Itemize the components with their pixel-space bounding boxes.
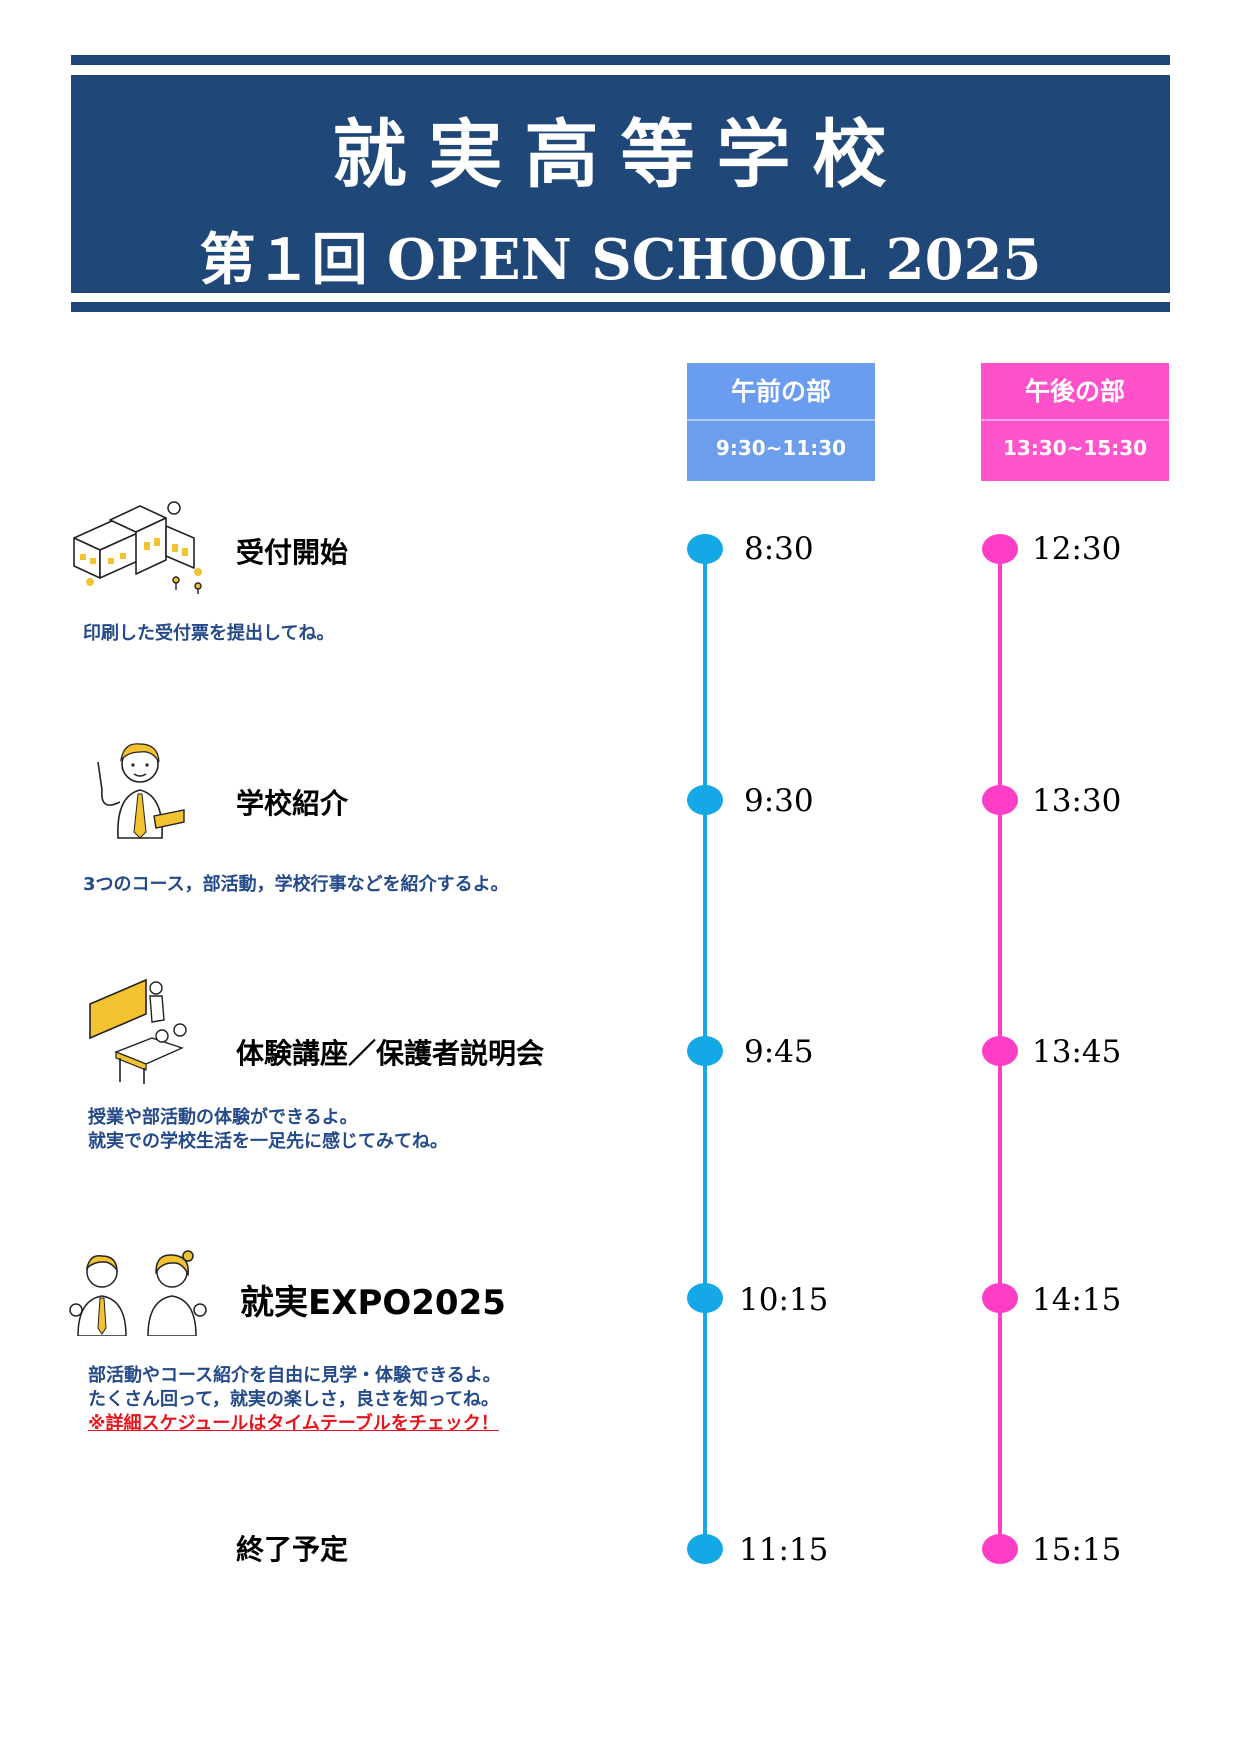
timeline-pm-dot xyxy=(982,785,1018,815)
time-am-school-intro: 9:30 xyxy=(744,783,814,819)
header-rule-top xyxy=(71,55,1170,65)
time-am-trial-class: 9:45 xyxy=(744,1034,814,1070)
step-desc-line: たくさん回って，就実の楽しさ，良さを知ってね。 xyxy=(88,1389,499,1410)
header-rule-bottom xyxy=(71,302,1170,312)
step-desc-line: 部活動やコース紹介を自由に見学・体験できるよ。 xyxy=(88,1365,501,1386)
session-pm-name: 午後の部 xyxy=(981,363,1169,421)
timeline-pm-dot xyxy=(982,1534,1018,1564)
timeline-am-dot xyxy=(687,534,723,564)
time-pm-expo: 14:15 xyxy=(1032,1282,1122,1318)
step-title-trial-class: 体験講座／保護者説明会 xyxy=(236,1037,545,1070)
timeline-am-dot xyxy=(687,1534,723,1564)
step-title-end: 終了予定 xyxy=(236,1533,349,1566)
step-desc-expo: 部活動やコース紹介を自由に見学・体験できるよ。 たくさん回って，就実の楽しさ，良… xyxy=(88,1364,501,1436)
time-pm-reception: 12:30 xyxy=(1032,531,1122,567)
session-pm-header: 午後の部 13:30~15:30 xyxy=(981,363,1169,481)
timeline-am-dot xyxy=(687,785,723,815)
timeline-pm-dot xyxy=(982,534,1018,564)
step-desc-reception: 印刷した受付票を提出してね。 xyxy=(83,622,334,646)
step-desc-trial-class: 授業や部活動の体験ができるよ。 就実での学校生活を一足先に感じてみてね。 xyxy=(88,1106,448,1154)
step-title-reception: 受付開始 xyxy=(236,536,349,569)
time-pm-trial-class: 13:45 xyxy=(1032,1034,1122,1070)
school-name: 就実高等学校 xyxy=(332,112,909,198)
timeline-am-dot xyxy=(687,1036,723,1066)
session-am-name: 午前の部 xyxy=(687,363,875,421)
step-desc-school-intro: 3つのコース，部活動，学校行事などを紹介するよ。 xyxy=(83,873,509,897)
step-desc-line: 印刷した受付票を提出してね。 xyxy=(83,623,335,644)
session-am-time: 9:30~11:30 xyxy=(715,436,847,460)
time-am-reception: 8:30 xyxy=(744,531,814,567)
time-pm-end: 15:15 xyxy=(1032,1532,1122,1568)
schedule-note: ※詳細スケジュールはタイムテーブルをチェック！ xyxy=(88,1413,499,1434)
step-desc-line: 3つのコース，部活動，学校行事などを紹介するよ。 xyxy=(83,874,509,895)
event-title: 第１回 OPEN SCHOOL 2025 xyxy=(199,227,1042,293)
session-am-header: 午前の部 9:30~11:30 xyxy=(687,363,875,481)
time-pm-school-intro: 13:30 xyxy=(1032,783,1122,819)
students-icon xyxy=(69,1250,207,1336)
step-desc-line: 授業や部活動の体験ができるよ。 xyxy=(88,1107,358,1128)
time-am-expo: 10:15 xyxy=(739,1282,829,1318)
presenter-icon xyxy=(97,743,185,839)
school-building-icon xyxy=(73,501,202,594)
time-am-end: 11:15 xyxy=(739,1532,829,1568)
classroom-icon xyxy=(89,978,187,1084)
timeline-am-dot xyxy=(687,1283,723,1313)
session-pm-time: 13:30~15:30 xyxy=(1002,436,1148,460)
timeline-pm-dot xyxy=(982,1283,1018,1313)
step-title-school-intro: 学校紹介 xyxy=(236,787,349,820)
step-desc-line: 就実での学校生活を一足先に感じてみてね。 xyxy=(88,1131,448,1152)
step-title-expo: 就実EXPO2025 xyxy=(240,1283,506,1323)
header-banner: 就実高等学校 第１回 OPEN SCHOOL 2025 xyxy=(71,75,1170,293)
timeline-pm-dot xyxy=(982,1036,1018,1066)
